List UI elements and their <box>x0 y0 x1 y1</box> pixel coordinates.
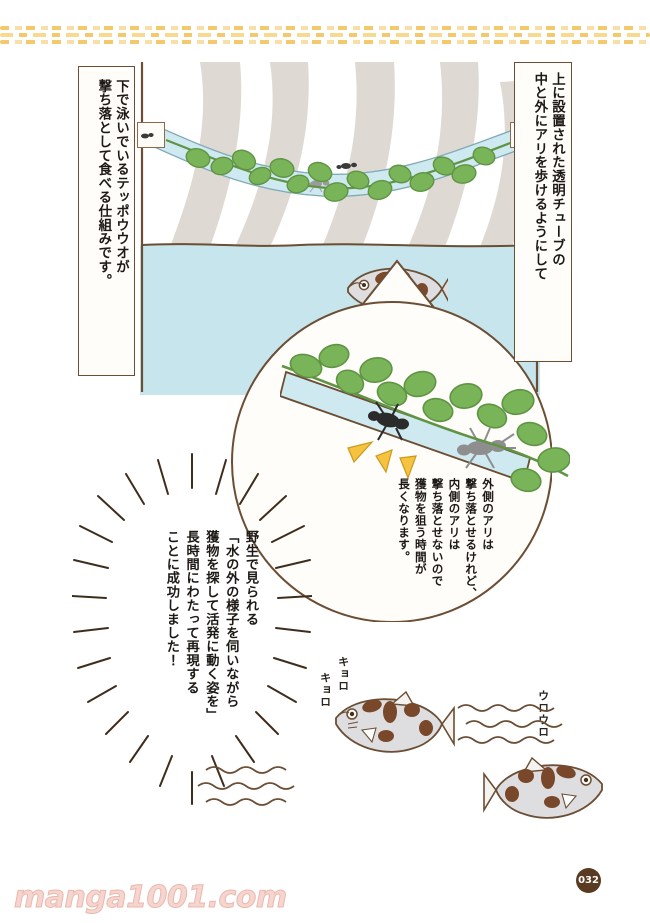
callout-left-text: 下で泳いでいるテッポウウオが 撃ち落として食べる仕組みです。 <box>95 79 128 288</box>
emphasis-burst <box>72 453 312 805</box>
magnified-tube-detail <box>280 343 570 493</box>
archerfish-swimming-right <box>483 756 603 819</box>
transparent-tube-with-vine <box>151 123 525 202</box>
callout-burst: 野生で見られる 「水の外の様子を伺いながら 獲物を探して活発に動く姿を」 長時間… <box>122 530 260 745</box>
callout-box-right: 上に設置された透明チューブの 中と外にアリを歩けるようにして <box>514 62 572 362</box>
ant-entry-box-left <box>137 122 165 148</box>
leafy-vine <box>185 146 496 202</box>
water-ripple-lines-right <box>457 704 563 744</box>
water-ripple-lines-left <box>197 766 295 806</box>
archerfish-swimming-left <box>335 690 455 753</box>
ant-icon <box>141 133 154 139</box>
black-ant-outside-tube <box>336 162 357 169</box>
sfx-uro-uro: ウロウロ <box>536 690 550 738</box>
callout-middle-text: 外側のアリは 撃ち落とせるけれど、 内側のアリは 撃ち落とせないので 獲物を狙う… <box>397 478 495 599</box>
sfx-kyoro-upper: キョロ <box>336 656 350 692</box>
water-jet-impact-marks <box>347 440 417 480</box>
decorative-top-border <box>0 26 650 48</box>
callout-box-left: 下で泳いでいるテッポウウオが 撃ち落として食べる仕組みです。 <box>78 66 135 376</box>
sfx-kyoro-lower: キョロ <box>318 672 332 708</box>
callout-middle: 外側のアリは 撃ち落とせるけれど、 内側のアリは 撃ち落とせないので 獲物を狙う… <box>376 478 496 610</box>
site-watermark: manga1001.com <box>14 880 288 916</box>
page-number-badge: 032 <box>576 868 601 893</box>
black-ant-outside-tube-zoom <box>368 401 409 441</box>
callout-right-text: 上に設置された透明チューブの 中と外にアリを歩けるようにして <box>531 72 564 281</box>
callout-burst-text: 野生で見られる 「水の外の様子を伺いながら 獲物を探して活発に動く姿を」 長時間… <box>163 530 258 722</box>
